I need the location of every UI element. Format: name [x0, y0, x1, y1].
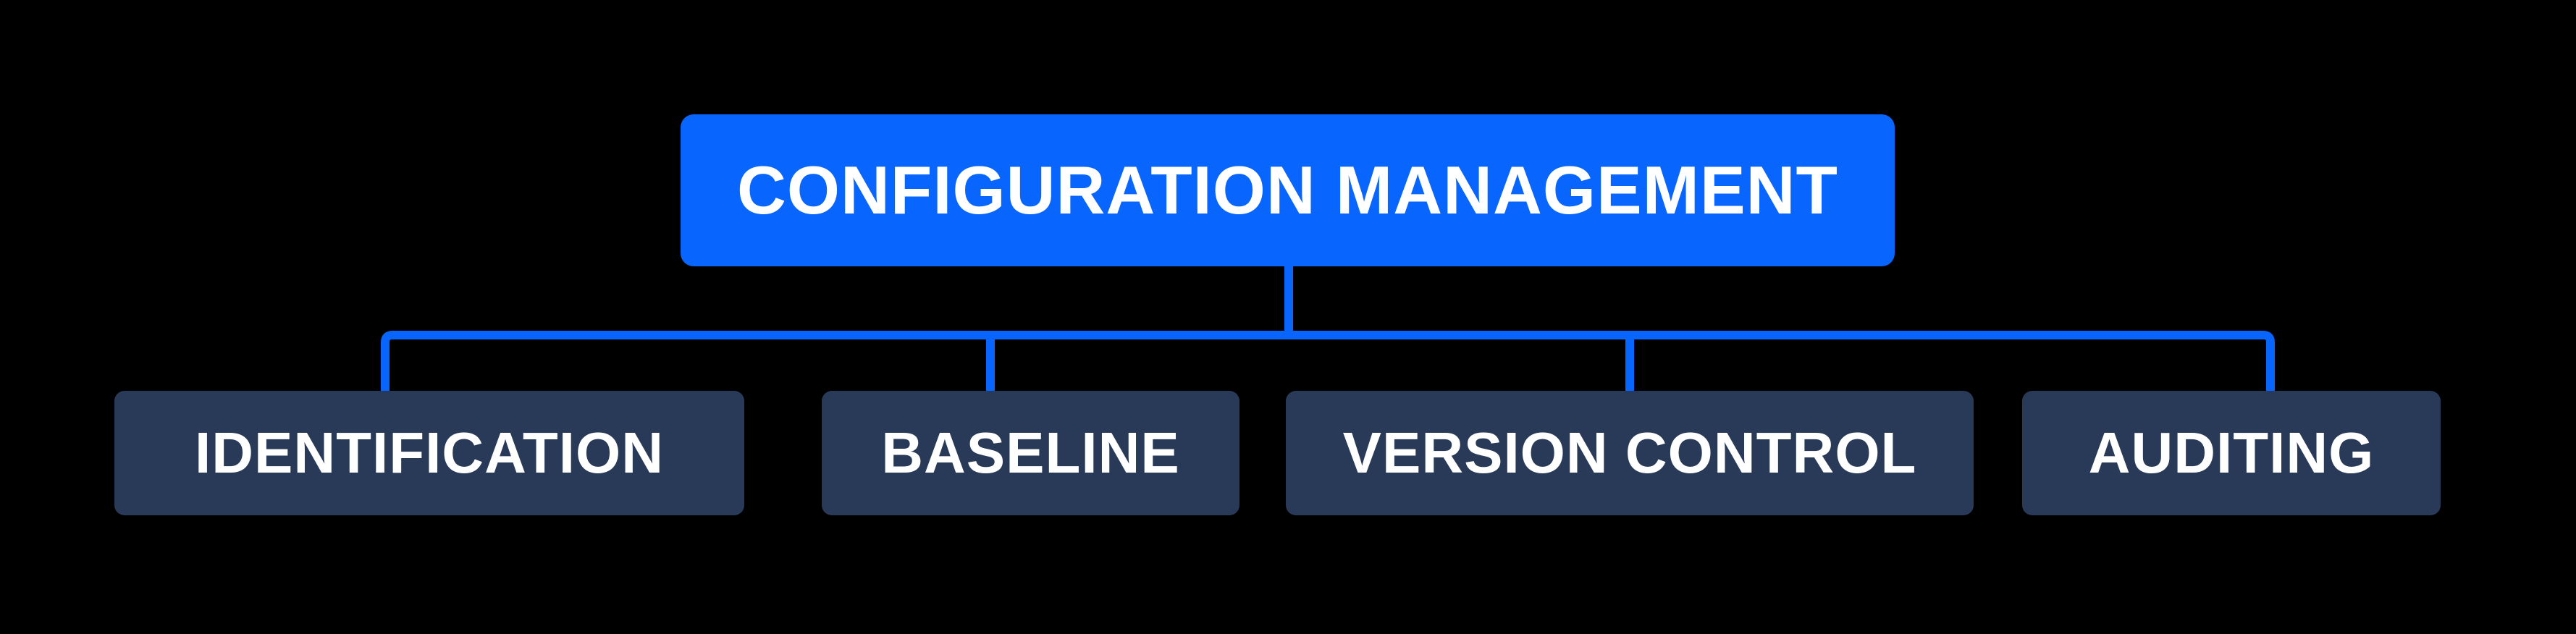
child-node-auditing: AUDITING [2022, 391, 2441, 515]
child-node-label: BASELINE [881, 420, 1180, 485]
root-node-configuration-management: CONFIGURATION MANAGEMENT [681, 114, 1895, 266]
child-node-label: IDENTIFICATION [194, 420, 665, 485]
child-node-version-control: VERSION CONTROL [1286, 391, 1974, 515]
child-node-baseline: BASELINE [822, 391, 1239, 515]
child-node-label: AUDITING [2088, 420, 2375, 485]
root-node-label: CONFIGURATION MANAGEMENT [737, 152, 1838, 228]
child-node-label: VERSION CONTROL [1342, 420, 1917, 485]
connector-bus [381, 331, 2275, 395]
child-node-identification: IDENTIFICATION [114, 391, 744, 515]
